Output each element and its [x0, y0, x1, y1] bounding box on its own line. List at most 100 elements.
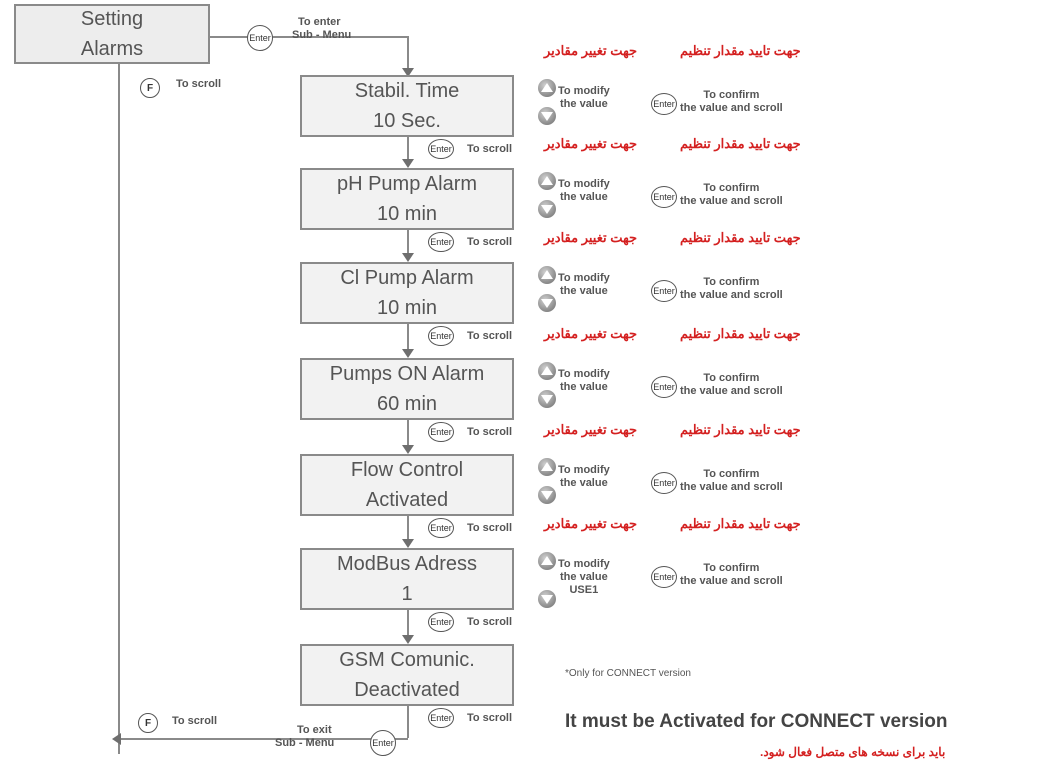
f-button-icon-bottom[interactable]: F: [138, 713, 158, 733]
menu-item-value: 10 min: [376, 297, 438, 319]
fa-modify-label: جهت تغییر مقادیر: [544, 326, 638, 341]
enter-scroll-icon[interactable]: Enter: [428, 139, 454, 159]
menu-item-value: 60 min: [376, 393, 438, 415]
connector-line: [407, 324, 409, 354]
menu-item-box: Cl Pump Alarm 10 min: [300, 262, 514, 324]
f-to-scroll-bottom-label: To scroll: [172, 715, 218, 727]
connector-line: [407, 137, 409, 164]
to-scroll-label: To scroll: [467, 236, 513, 248]
down-arrow-icon[interactable]: [538, 107, 556, 125]
down-arrow-icon[interactable]: [538, 390, 556, 408]
left-return-line: [118, 64, 120, 754]
connector-line: [407, 610, 409, 640]
fa-modify-label: جهت تغییر مقادیر: [544, 516, 638, 531]
menu-item-box: Pumps ON Alarm 60 min: [300, 358, 514, 420]
menu-item-title: Pumps ON Alarm: [329, 363, 485, 385]
connector-arrow: [402, 349, 414, 358]
enter-confirm-icon[interactable]: Enter: [651, 566, 677, 588]
fa-confirm-label: جهت تایید مقدار تنظیم: [680, 43, 801, 58]
enter-confirm-icon[interactable]: Enter: [651, 186, 677, 208]
connector-arrow: [402, 539, 414, 548]
bottom-exit-line: [118, 738, 408, 740]
must-activate-text: It must be Activated for CONNECT version: [565, 711, 948, 732]
fa-modify-label: جهت تغییر مقادیر: [544, 43, 638, 58]
fa-modify-label: جهت تغییر مقادیر: [544, 230, 638, 245]
to-enter-label: To enter Sub - Menu: [292, 16, 352, 41]
f-to-scroll-label: To scroll: [176, 78, 222, 90]
menu-item-value: Activated: [365, 489, 449, 511]
f-button-icon[interactable]: F: [140, 78, 160, 98]
connector-arrow: [402, 445, 414, 454]
fa-modify-label: جهت تغییر مقادیر: [544, 422, 638, 437]
menu-item-title: Cl Pump Alarm: [340, 267, 474, 289]
enter-scroll-icon[interactable]: Enter: [428, 422, 454, 442]
up-arrow-icon[interactable]: [538, 79, 556, 97]
to-scroll-label: To scroll: [467, 616, 513, 628]
enter-confirm-icon[interactable]: Enter: [651, 376, 677, 398]
must-activate-fa: باید برای نسخه های متصل فعال شود.: [760, 745, 946, 759]
connector-line: [407, 230, 409, 258]
to-exit-label: To exit Sub - Menu: [275, 724, 335, 749]
down-arrow-icon[interactable]: [538, 590, 556, 608]
menu-item-title: ModBus Adress: [336, 553, 478, 575]
connector-line: [407, 420, 409, 450]
up-arrow-icon[interactable]: [538, 552, 556, 570]
connector-arrow: [402, 253, 414, 262]
to-scroll-label: To scroll: [467, 330, 513, 342]
connector-arrow: [402, 159, 414, 168]
enter-exit-icon[interactable]: Enter: [370, 730, 396, 756]
enter-button-icon[interactable]: Enter: [247, 25, 273, 51]
enter-arrow: [402, 68, 414, 77]
fa-confirm-label: جهت تایید مقدار تنظیم: [680, 516, 801, 531]
fa-confirm-label: جهت تایید مقدار تنظیم: [680, 136, 801, 151]
connector-line: [407, 516, 409, 544]
enter-confirm-icon[interactable]: Enter: [651, 280, 677, 302]
to-scroll-label: To scroll: [467, 522, 513, 534]
enter-confirm-icon[interactable]: Enter: [651, 93, 677, 115]
fa-confirm-label: جهت تایید مقدار تنظیم: [680, 422, 801, 437]
fa-confirm-label: جهت تایید مقدار تنظیم: [680, 230, 801, 245]
exit-arrow: [112, 733, 121, 745]
to-scroll-label: To scroll: [467, 712, 513, 724]
to-scroll-label: To scroll: [467, 143, 513, 155]
alarms-label: Alarms: [80, 38, 144, 60]
menu-item-box: GSM Comunic. Deactivated: [300, 644, 514, 706]
connector-line: [407, 706, 409, 738]
up-arrow-icon[interactable]: [538, 172, 556, 190]
menu-item-title: GSM Comunic.: [339, 649, 475, 671]
setting-label: Setting: [80, 8, 144, 30]
enter-scroll-icon[interactable]: Enter: [428, 612, 454, 632]
enter-scroll-icon[interactable]: Enter: [428, 326, 454, 346]
enter-scroll-icon[interactable]: Enter: [428, 518, 454, 538]
down-arrow-icon[interactable]: [538, 486, 556, 504]
menu-item-value: 10 min: [376, 203, 438, 225]
enter-confirm-icon[interactable]: Enter: [651, 472, 677, 494]
up-arrow-icon[interactable]: [538, 266, 556, 284]
menu-item-title: Stabil. Time: [354, 80, 460, 102]
enter-scroll-icon[interactable]: Enter: [428, 708, 454, 728]
menu-item-value: Deactivated: [354, 679, 460, 701]
enter-drop-line: [407, 36, 409, 70]
down-arrow-icon[interactable]: [538, 294, 556, 312]
fa-confirm-label: جهت تایید مقدار تنظیم: [680, 326, 801, 341]
up-arrow-icon[interactable]: [538, 362, 556, 380]
enter-line: [210, 36, 408, 38]
down-arrow-icon[interactable]: [538, 200, 556, 218]
enter-scroll-icon[interactable]: Enter: [428, 232, 454, 252]
menu-item-title: Flow Control: [350, 459, 464, 481]
setting-alarms-box: Setting Alarms: [14, 4, 210, 64]
up-arrow-icon[interactable]: [538, 458, 556, 476]
